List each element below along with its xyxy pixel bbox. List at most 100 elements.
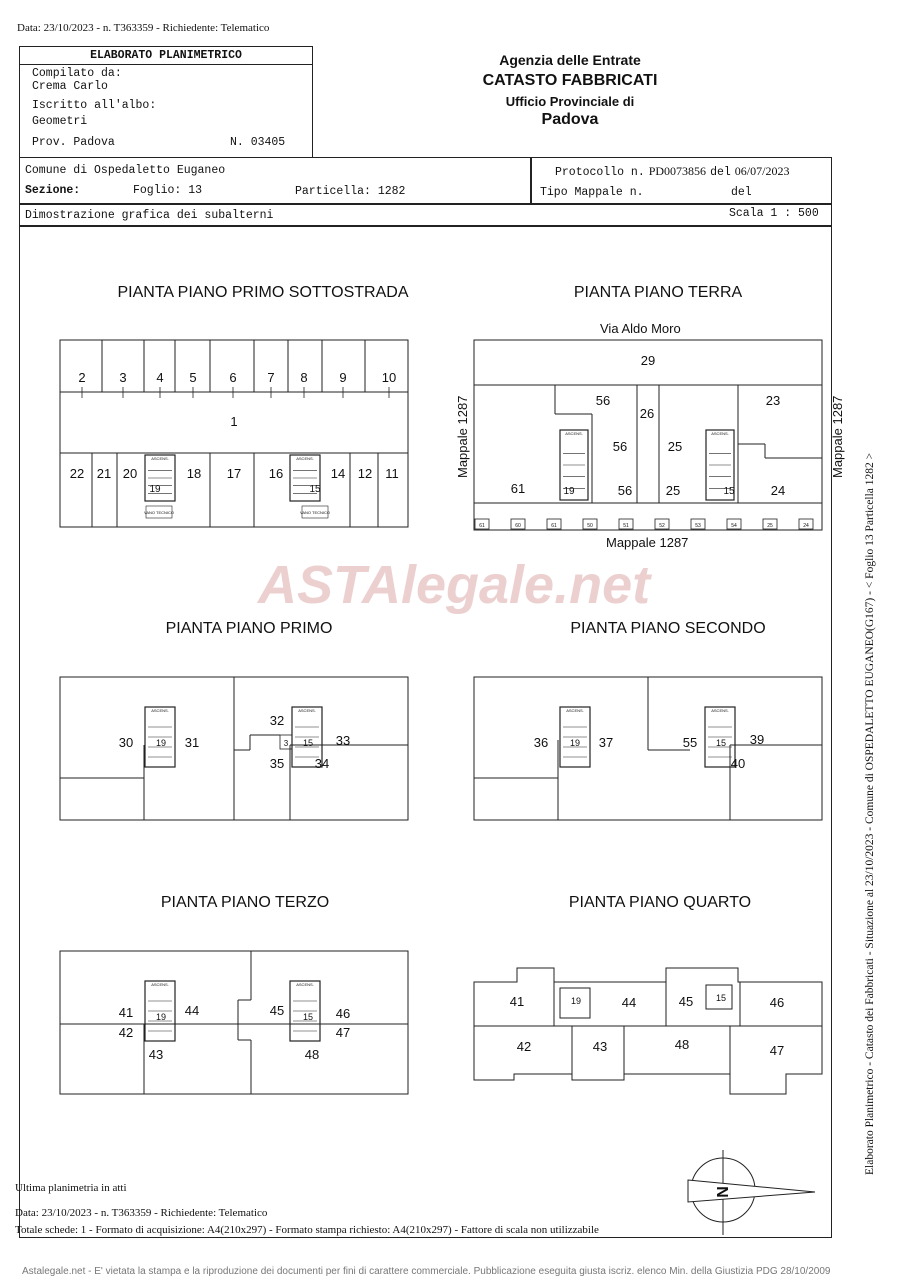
compilato-label: Compilato da: [32, 67, 122, 80]
unit-label: 33 [336, 733, 350, 748]
parking-label: 51 [623, 523, 629, 529]
protocollo: Protocollo n. PD0073856 del 06/07/2023 [555, 162, 789, 180]
dimostrazione: Dimostrazione grafica dei subalterni [25, 209, 274, 222]
unit-label: 56 [596, 393, 610, 408]
wall [289, 980, 321, 1042]
agency-block: Agenzia delle Entrate CATASTO FABBRICATI… [420, 52, 720, 129]
unit-label: 19 [563, 486, 575, 497]
wall [144, 706, 176, 768]
wall [145, 505, 173, 519]
unit-label: 61 [511, 481, 525, 496]
ultima-planimetria: Ultima planimetria in atti [15, 1182, 127, 1194]
wall [474, 518, 490, 530]
comune: Comune di Ospedaletto Euganeo [25, 164, 226, 177]
stair-lift-label: ASCENS. [711, 431, 729, 436]
stair-lift-label: ASCENS. [565, 431, 583, 436]
catasto: CATASTO FABBRICATI [482, 72, 658, 89]
wall [705, 984, 733, 1010]
unit-label: 48 [305, 1047, 319, 1062]
foglio: Foglio: 13 [133, 184, 203, 197]
unit-label: 14 [331, 466, 345, 481]
wall [559, 429, 589, 501]
unit-label: 2 [78, 370, 85, 385]
unit-label: 15 [723, 486, 735, 497]
stair-lift-label: ASCENS. [566, 708, 584, 713]
plan-title: PIANTA PIANO QUARTO [568, 894, 752, 911]
wall [582, 518, 598, 530]
stair-lift-label: ASCENS. [711, 708, 729, 713]
wall [279, 734, 293, 750]
scala: Scala 1 : 500 [729, 207, 819, 220]
watermark: ASTAlegale.net [258, 555, 651, 615]
particella: Particella: 1282 [295, 185, 406, 198]
unit-label: 15 [303, 1012, 313, 1022]
street-label: Via Aldo Moro [600, 321, 681, 336]
unit-label: 15 [716, 738, 726, 748]
unit-label: 7 [267, 370, 274, 385]
wall [798, 518, 814, 530]
unit-label: 29 [641, 353, 655, 368]
unit-label: 15 [716, 993, 726, 1003]
wall [546, 518, 562, 530]
unit-label: 1 [230, 414, 237, 429]
numero: N. 03405 [230, 136, 286, 149]
wall [59, 339, 409, 528]
unit-label: 15 [303, 738, 313, 748]
unit-label: 47 [336, 1025, 350, 1040]
unit-label: 25 [666, 483, 680, 498]
unit-label: 44 [622, 995, 636, 1010]
protocollo-label: Protocollo n. [555, 166, 645, 179]
unit-label: 4 [156, 370, 163, 385]
stair-lift-label: ASCENS. [296, 982, 314, 987]
wall [705, 429, 735, 501]
iscritto-value: Geometri [32, 115, 88, 128]
mappale-left: Mappale 1287 [455, 395, 470, 478]
header-box: ELABORATO PLANIMETRICO Compilato da: Cre… [19, 46, 313, 158]
wall [289, 454, 321, 502]
wall [473, 339, 823, 531]
divider [19, 203, 832, 205]
footer-totale: Totale schede: 1 - Formato di acquisizio… [15, 1224, 599, 1236]
parking-label: 54 [731, 523, 737, 529]
wall [144, 980, 176, 1042]
parking-label: 24 [803, 523, 809, 529]
wall [559, 706, 591, 768]
unit-label: 40 [731, 756, 745, 771]
unit-label: 41 [510, 994, 524, 1009]
sezione-label: Sezione: [25, 184, 81, 197]
unit-label: 5 [189, 370, 196, 385]
unit-label: 35 [270, 756, 284, 771]
unit-label: 44 [185, 1003, 199, 1018]
parking-label: 60 [515, 523, 521, 529]
unit-label: 42 [517, 1039, 531, 1054]
parking-label: 25 [767, 523, 773, 529]
unit-label: 37 [599, 735, 613, 750]
wall [690, 518, 706, 530]
wall [618, 518, 634, 530]
unit-label: 32 [270, 713, 284, 728]
stair-lift-label: ASCENS. [151, 708, 169, 713]
unit-label: 41 [119, 1005, 133, 1020]
unit-label: 48 [675, 1037, 689, 1052]
unit-label: 24 [771, 483, 785, 498]
unit-label: 47 [770, 1043, 784, 1058]
unit-label: 43 [149, 1047, 163, 1062]
vano-label: VANO TECNICO [300, 510, 330, 515]
north-arrow-icon [687, 1179, 816, 1203]
wall [301, 505, 329, 519]
unit-label: 36 [534, 735, 548, 750]
unit-label: 19 [570, 738, 580, 748]
plan-title: PIANTA PIANO TERRA [573, 284, 743, 301]
unit-label: 56 [618, 483, 632, 498]
top-stamp: Data: 23/10/2023 - n. T363359 - Richiede… [17, 22, 270, 34]
protocollo-date: 06/07/2023 [734, 164, 790, 178]
unit-label: 31 [185, 735, 199, 750]
unit-label: 42 [119, 1025, 133, 1040]
unit-label: 15 [309, 484, 321, 495]
unit-label: 46 [770, 995, 784, 1010]
compilato-name: Crema Carlo [32, 80, 108, 93]
unit-label: 46 [336, 1006, 350, 1021]
unit-label: 19 [571, 996, 581, 1006]
del-label: del [710, 166, 731, 179]
parking-label: 61 [551, 523, 557, 529]
